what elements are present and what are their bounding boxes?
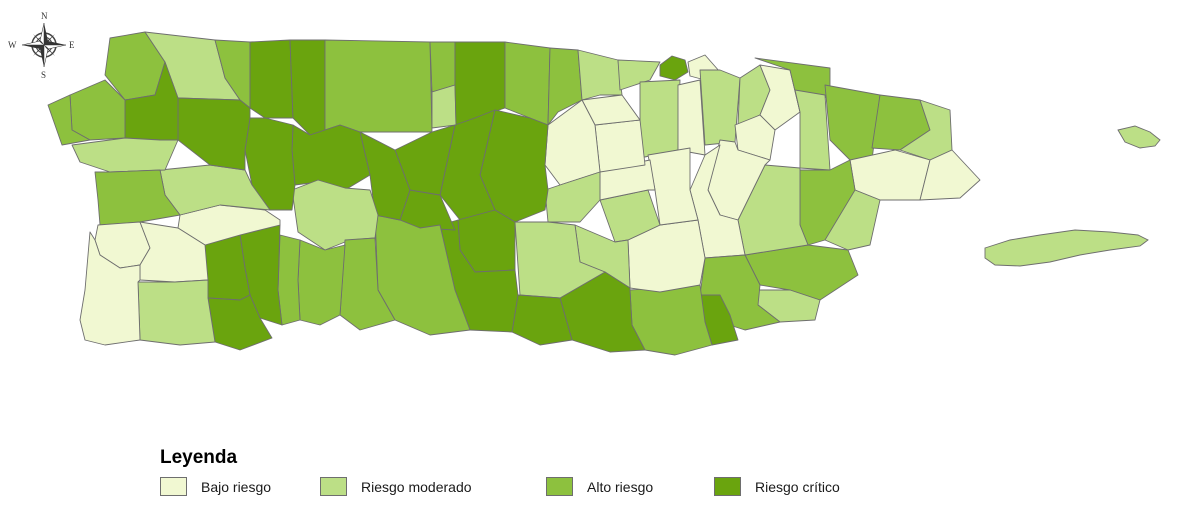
- legend-title: Leyenda: [160, 447, 238, 468]
- municipality: [734, 114, 776, 161]
- municipality: [504, 41, 551, 126]
- legend-swatch: [714, 477, 741, 496]
- outer-islands: [984, 125, 1161, 267]
- map-legend: Leyenda Bajo riesgo Riesgo moderado Alto…: [160, 447, 920, 496]
- legend-label: Alto riesgo: [587, 478, 654, 495]
- municipality: [677, 79, 706, 156]
- municipality: [291, 179, 379, 251]
- vieques-island: [984, 229, 1149, 267]
- municipality: [577, 49, 623, 101]
- municipality: [594, 119, 646, 173]
- legend-swatch: [320, 477, 347, 496]
- culebra-island: [1117, 125, 1161, 149]
- municipality: [289, 39, 326, 136]
- municipality: [394, 124, 456, 196]
- municipality: [794, 89, 831, 171]
- compass-west: W: [8, 40, 17, 50]
- municipality: [744, 244, 859, 301]
- legend-label: Bajo riesgo: [201, 478, 272, 495]
- municipality: [659, 55, 689, 81]
- municipality: [47, 94, 91, 146]
- municipality: [431, 84, 457, 129]
- municipality: [244, 117, 296, 211]
- compass-north: N: [41, 11, 48, 21]
- legend-item-riesgo-critico: Riesgo crítico: [714, 477, 840, 496]
- puerto-rico-risk-map: N E S W: [8, 11, 1161, 356]
- legend-items: Bajo riesgo Riesgo moderado Alto riesgo …: [160, 477, 920, 496]
- municipality: [94, 169, 181, 226]
- municipality: [79, 231, 141, 346]
- municipality: [177, 97, 251, 171]
- municipality: [699, 69, 741, 146]
- municipality: [71, 137, 179, 173]
- municipality: [207, 294, 273, 351]
- municipality: [291, 124, 371, 191]
- municipality: [639, 79, 681, 159]
- compass-east: E: [69, 40, 75, 50]
- municipality: [547, 47, 583, 126]
- municipality: [439, 109, 496, 221]
- municipality: [297, 239, 346, 326]
- municipality: [824, 84, 881, 161]
- municipality: [559, 271, 646, 353]
- legend-swatch: [160, 477, 187, 496]
- municipality: [617, 59, 661, 91]
- municipality: [249, 39, 294, 119]
- municipality: [277, 234, 301, 326]
- municipality: [324, 39, 433, 133]
- legend-item-bajo-riesgo: Bajo riesgo: [160, 477, 320, 496]
- legend-item-riesgo-moderado: Riesgo moderado: [320, 477, 546, 496]
- legend-label: Riesgo moderado: [361, 478, 472, 495]
- compass-rose: N E S W: [8, 11, 75, 80]
- main-island: [47, 31, 981, 356]
- municipality: [137, 279, 216, 346]
- legend-label: Riesgo crítico: [755, 478, 840, 495]
- compass-south: S: [41, 70, 46, 80]
- municipality: [429, 41, 456, 93]
- legend-swatch: [546, 477, 573, 496]
- municipality: [919, 149, 981, 201]
- legend-item-alto-riesgo: Alto riesgo: [546, 477, 714, 496]
